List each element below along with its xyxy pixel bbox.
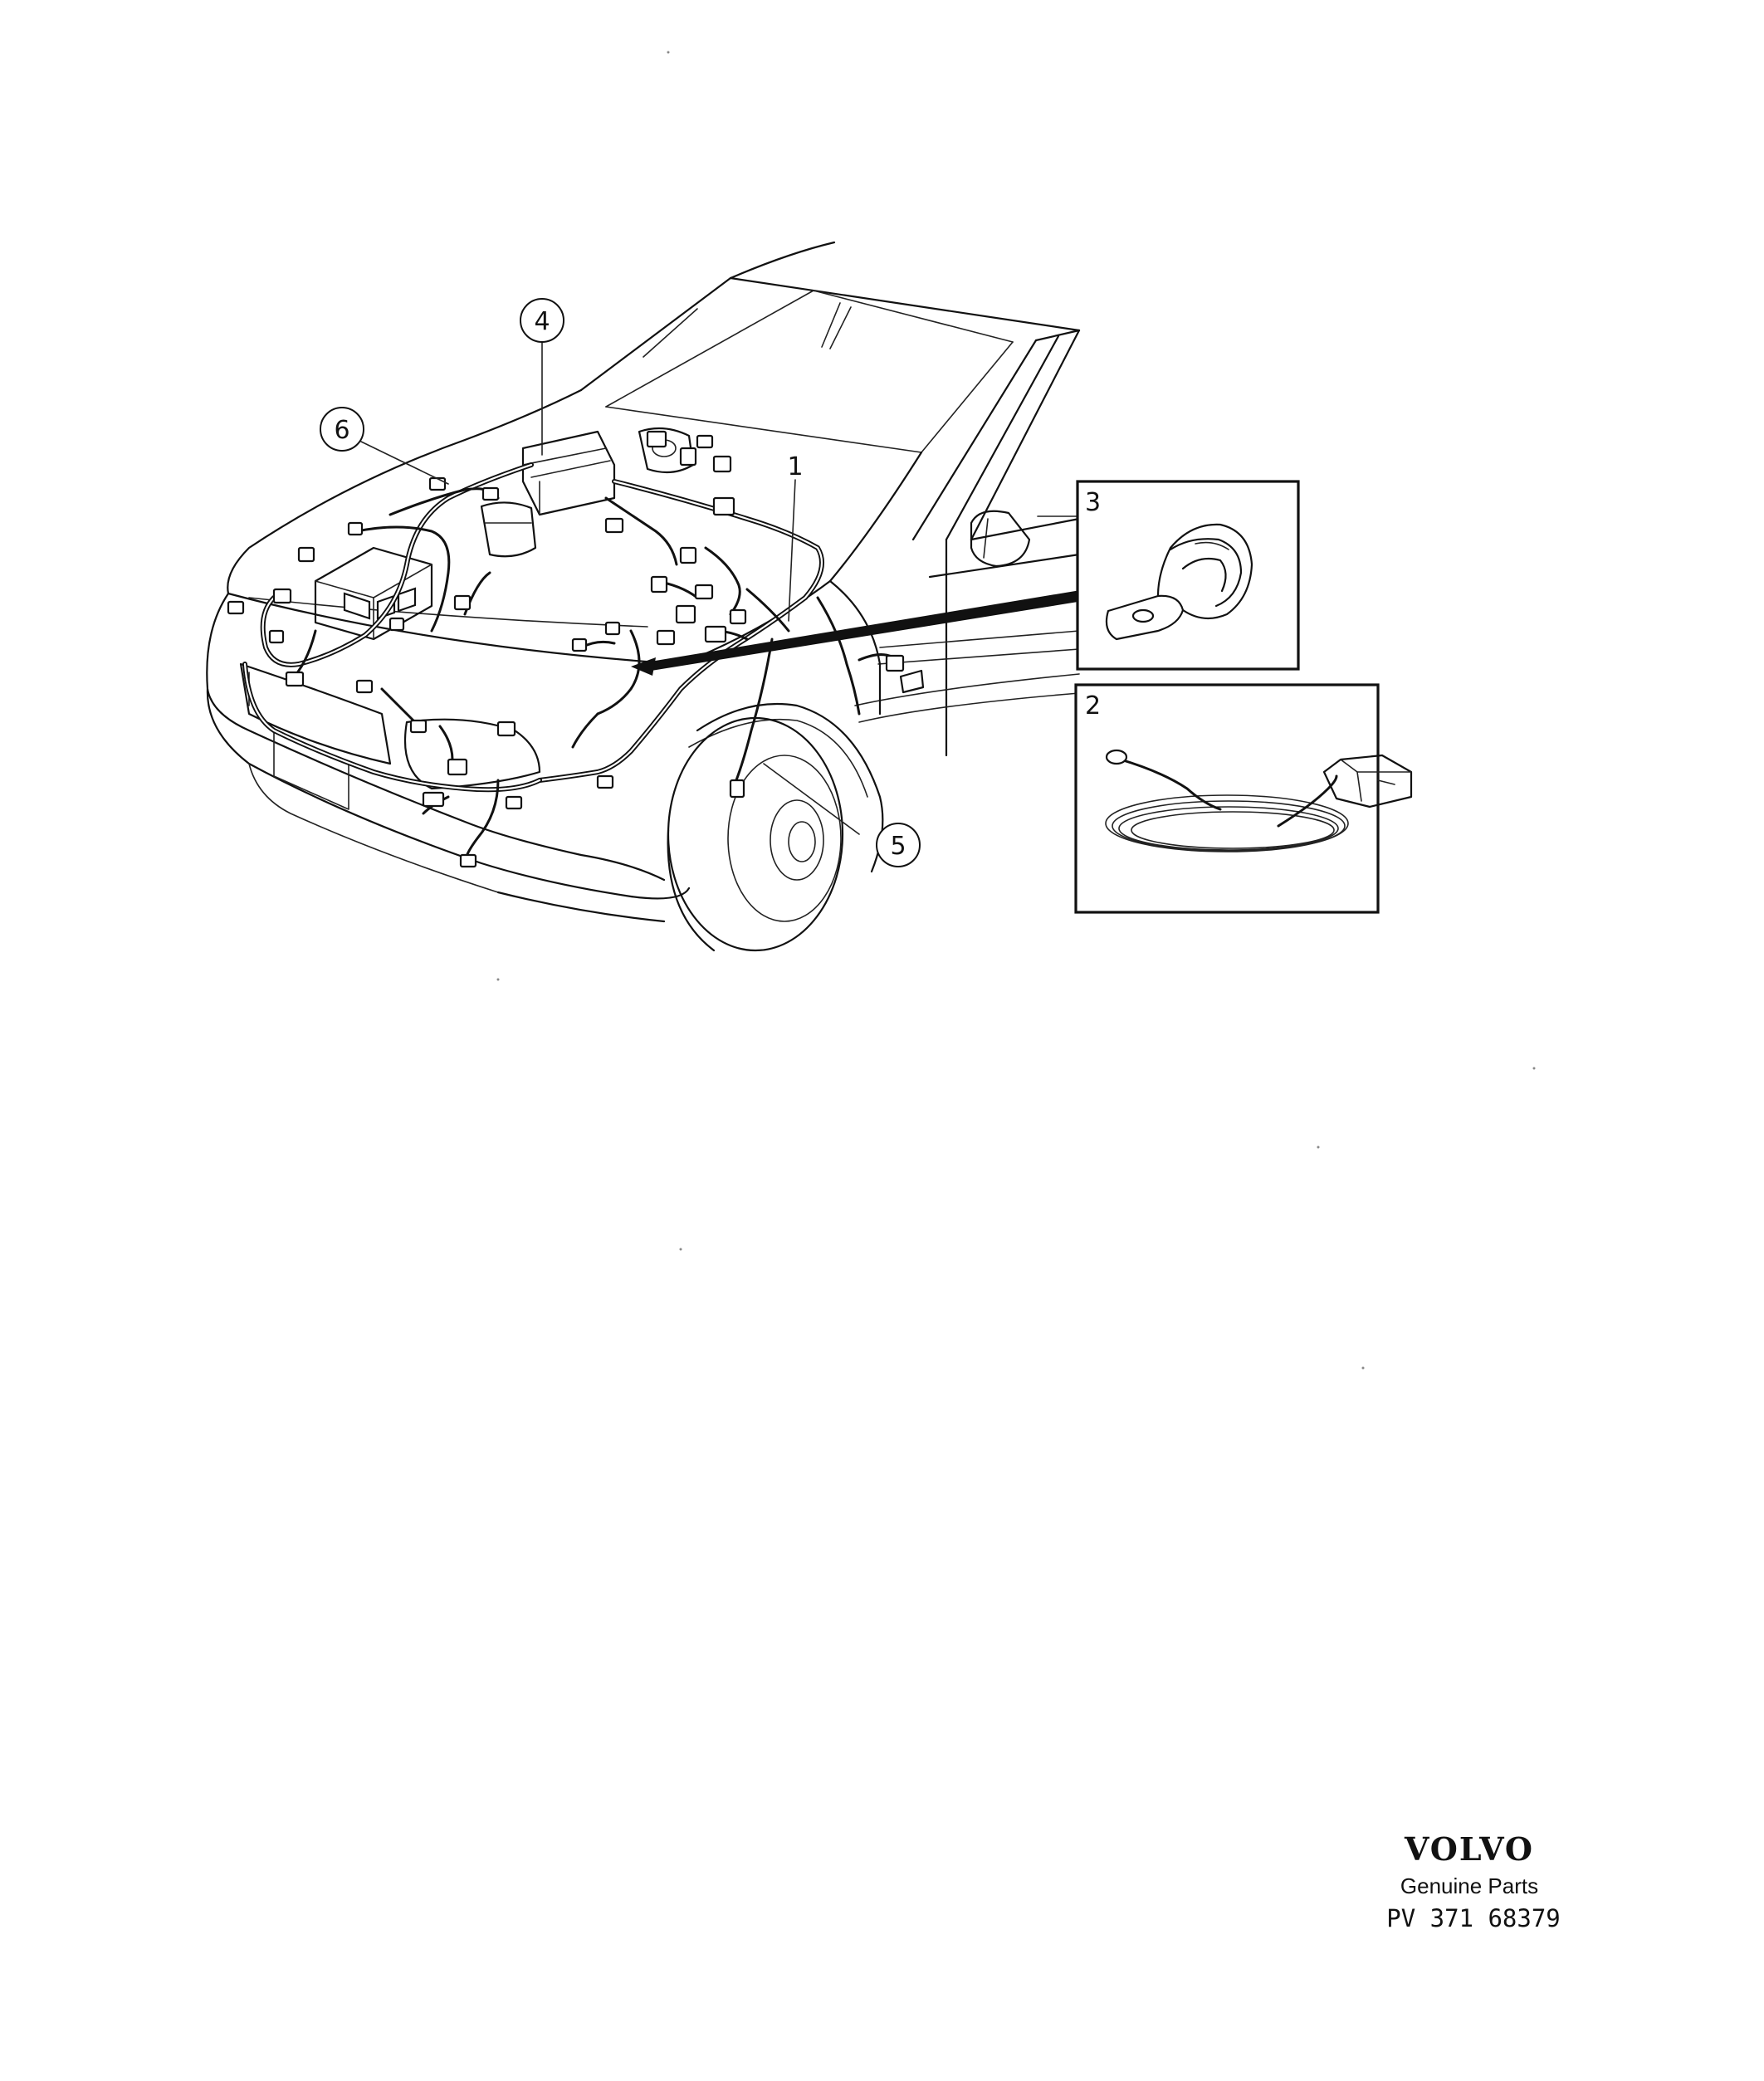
callout-4: 4 [520, 298, 564, 343]
scan-specks [496, 51, 1536, 1370]
callout-6: 6 [320, 407, 364, 452]
clamp-part [1105, 523, 1253, 641]
callout-1: 1 [787, 452, 803, 481]
part-number: PV 371 68379 [1386, 1904, 1561, 1932]
callout-label-2: 2 [1085, 691, 1101, 721]
brand-logo: VOLVO [1404, 1830, 1535, 1868]
cable-part [1105, 749, 1413, 852]
callout-leaders [360, 340, 1080, 835]
callout-5: 5 [876, 823, 921, 867]
callout-label-5: 5 [890, 832, 906, 861]
front-wheel [667, 716, 844, 952]
callout-3: 3 [1085, 488, 1101, 517]
callout-label-6: 6 [334, 416, 349, 445]
callout-circle-4 [520, 298, 564, 343]
callout-circle-6 [320, 407, 364, 452]
car-body [206, 241, 1081, 923]
detail-box-3 [1076, 480, 1300, 671]
callout-circle-5 [876, 823, 921, 867]
callout-label-1: 1 [787, 452, 803, 481]
callout-2: 2 [1085, 691, 1101, 721]
engine-bay-components [314, 427, 695, 641]
wiring-harness [227, 430, 905, 868]
brand-subtitle: Genuine Parts [1400, 1873, 1539, 1898]
callout-label-4: 4 [534, 307, 550, 336]
callout-label-3: 3 [1085, 488, 1101, 517]
detail-box-2 [1074, 683, 1413, 914]
